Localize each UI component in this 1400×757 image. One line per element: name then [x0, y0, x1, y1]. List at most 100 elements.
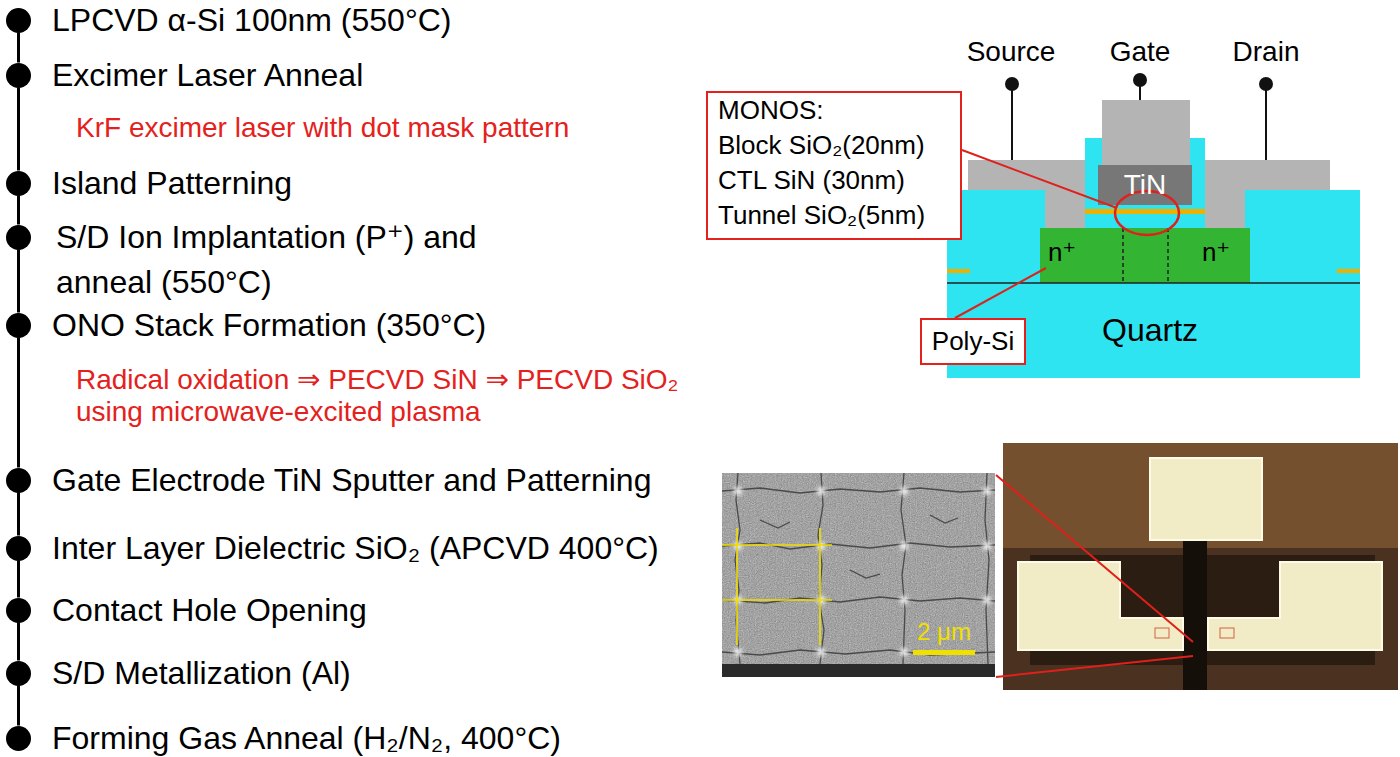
- grain-boundary: [722, 488, 995, 493]
- step-text: Forming Gas Anneal (H₂/N₂, 400°C): [52, 719, 752, 757]
- process-step: Excimer Laser AnnealKrF excimer laser wi…: [6, 63, 31, 88]
- step-text: Excimer Laser Anneal: [52, 56, 752, 94]
- grain-boundary: [760, 520, 790, 528]
- substrate-label: Quartz: [1102, 312, 1198, 349]
- grain-boundary: [850, 570, 880, 578]
- callout-text: Poly-Si: [922, 320, 1024, 363]
- drain-wire: [1265, 84, 1267, 160]
- terminal-label: Drain: [1233, 36, 1300, 68]
- grain-spot: [900, 487, 908, 495]
- sem-info-strip: [722, 664, 995, 677]
- gate-line: [1183, 538, 1207, 690]
- charge-trap-layer: [1078, 209, 1212, 214]
- grain-spot: [817, 648, 825, 656]
- terminal-dot: [1259, 77, 1273, 91]
- source-pad: [1018, 562, 1183, 650]
- grain-boundary: [722, 650, 995, 655]
- source-electrode: [968, 160, 1085, 228]
- step-text: Contact Hole Opening: [52, 591, 752, 629]
- callout-text: Tunnel SiO₂(5nm): [718, 198, 950, 233]
- timeline-connector: [17, 250, 20, 313]
- scale-label: 2 μm: [917, 618, 971, 646]
- process-step: Gate Electrode TiN Sputter and Patternin…: [6, 468, 31, 493]
- source-wire: [1011, 84, 1013, 160]
- process-step: ONO Stack Formation (350°C)Radical oxida…: [6, 313, 31, 338]
- timeline-connector: [17, 623, 20, 661]
- callout-box: Poly-Si: [920, 318, 1026, 365]
- terminal-label: Gate: [1110, 36, 1171, 68]
- junction-line: [1167, 228, 1169, 283]
- gate-electrode: [1102, 100, 1190, 166]
- timeline-connector: [17, 338, 20, 468]
- callout-text: Block SiO₂(20nm): [718, 128, 950, 163]
- doping-label: n⁺: [1202, 237, 1230, 268]
- grain-boundary: [722, 543, 995, 549]
- grain-spot: [983, 542, 991, 550]
- charge-trap-layer: [947, 269, 970, 273]
- leader-line: [955, 268, 1046, 318]
- timeline-connector: [17, 33, 20, 63]
- grain-spot: [734, 542, 742, 550]
- process-step: S/D Ion Implantation (P⁺) and anneal (55…: [6, 225, 31, 250]
- grain-spot: [983, 487, 991, 495]
- doping-label: n⁺: [1048, 237, 1076, 268]
- grain-spot: [734, 648, 742, 656]
- grain-spot: [817, 487, 825, 495]
- step-text: Gate Electrode TiN Sputter and Patternin…: [52, 461, 752, 499]
- zoom-line: [996, 475, 1193, 642]
- sem-texture: [722, 473, 995, 677]
- grain-spot: [900, 596, 908, 604]
- grain-spot: [900, 648, 908, 656]
- unit-cell-line: [722, 599, 832, 601]
- drain-pad: [1208, 562, 1382, 650]
- poly-si-island: [1040, 228, 1250, 283]
- step-text: S/D Metallization (Al): [52, 654, 752, 692]
- scale-bar: [913, 650, 975, 655]
- gate-pad: [1150, 458, 1262, 540]
- timeline-connector: [17, 686, 20, 726]
- substrate-interface: [947, 282, 1360, 284]
- step-text: ONO Stack Formation (350°C): [52, 306, 752, 344]
- step-text: Island Patterning: [52, 164, 752, 202]
- timeline-connector: [17, 196, 20, 225]
- timeline-connector: [17, 561, 20, 598]
- grain-boundary: [985, 473, 989, 664]
- grain-boundary: [901, 473, 906, 664]
- step-text: LPCVD α-Si 100nm (550°C): [52, 1, 752, 39]
- callout-box: MONOS:Block SiO₂(20nm)CTL SiN (30nm)Tunn…: [706, 91, 962, 240]
- grain-boundary: [735, 473, 740, 664]
- process-step: Inter Layer Dielectric SiO₂ (APCVD 400°C…: [6, 536, 31, 561]
- zoom-line: [996, 656, 1193, 677]
- step-text: Inter Layer Dielectric SiO₂ (APCVD 400°C…: [52, 529, 752, 567]
- grain-spot: [817, 542, 825, 550]
- terminal-label: Source: [967, 36, 1056, 68]
- grain-boundary: [722, 597, 995, 603]
- grain-spot: [900, 542, 908, 550]
- process-step: S/D Metallization (Al): [6, 661, 31, 686]
- leader-line: [962, 150, 1117, 208]
- sem-image: [722, 473, 995, 677]
- step-text: S/D Ion Implantation (P⁺) and anneal (55…: [56, 215, 526, 305]
- step-note: KrF excimer laser with dot mask pattern: [76, 112, 776, 144]
- terminal-dot: [1133, 73, 1147, 87]
- contact-outline: [1155, 628, 1169, 638]
- micrograph: [1003, 443, 1398, 690]
- process-step: Forming Gas Anneal (H₂/N₂, 400°C): [6, 726, 31, 751]
- grain-boundary: [930, 515, 958, 523]
- junction-line: [1122, 228, 1124, 283]
- layer-label: TiN: [1124, 169, 1167, 201]
- tin-gate: [1098, 165, 1192, 205]
- timeline-connector: [17, 88, 20, 171]
- terminal-dot: [1005, 77, 1019, 91]
- timeline-connector: [17, 493, 20, 536]
- drain-electrode: [1205, 160, 1330, 228]
- grain-spot: [983, 596, 991, 604]
- process-step: Contact Hole Opening: [6, 598, 31, 623]
- callout-text: MONOS:: [718, 93, 950, 128]
- step-note: Radical oxidation ⇒ PECVD SiN ⇒ PECVD Si…: [76, 364, 716, 428]
- unit-cell-line: [722, 544, 832, 546]
- process-step: Island Patterning: [6, 171, 31, 196]
- charge-trap-layer: [1337, 269, 1360, 273]
- grain-spot: [734, 487, 742, 495]
- process-step: LPCVD α-Si 100nm (550°C): [6, 8, 31, 33]
